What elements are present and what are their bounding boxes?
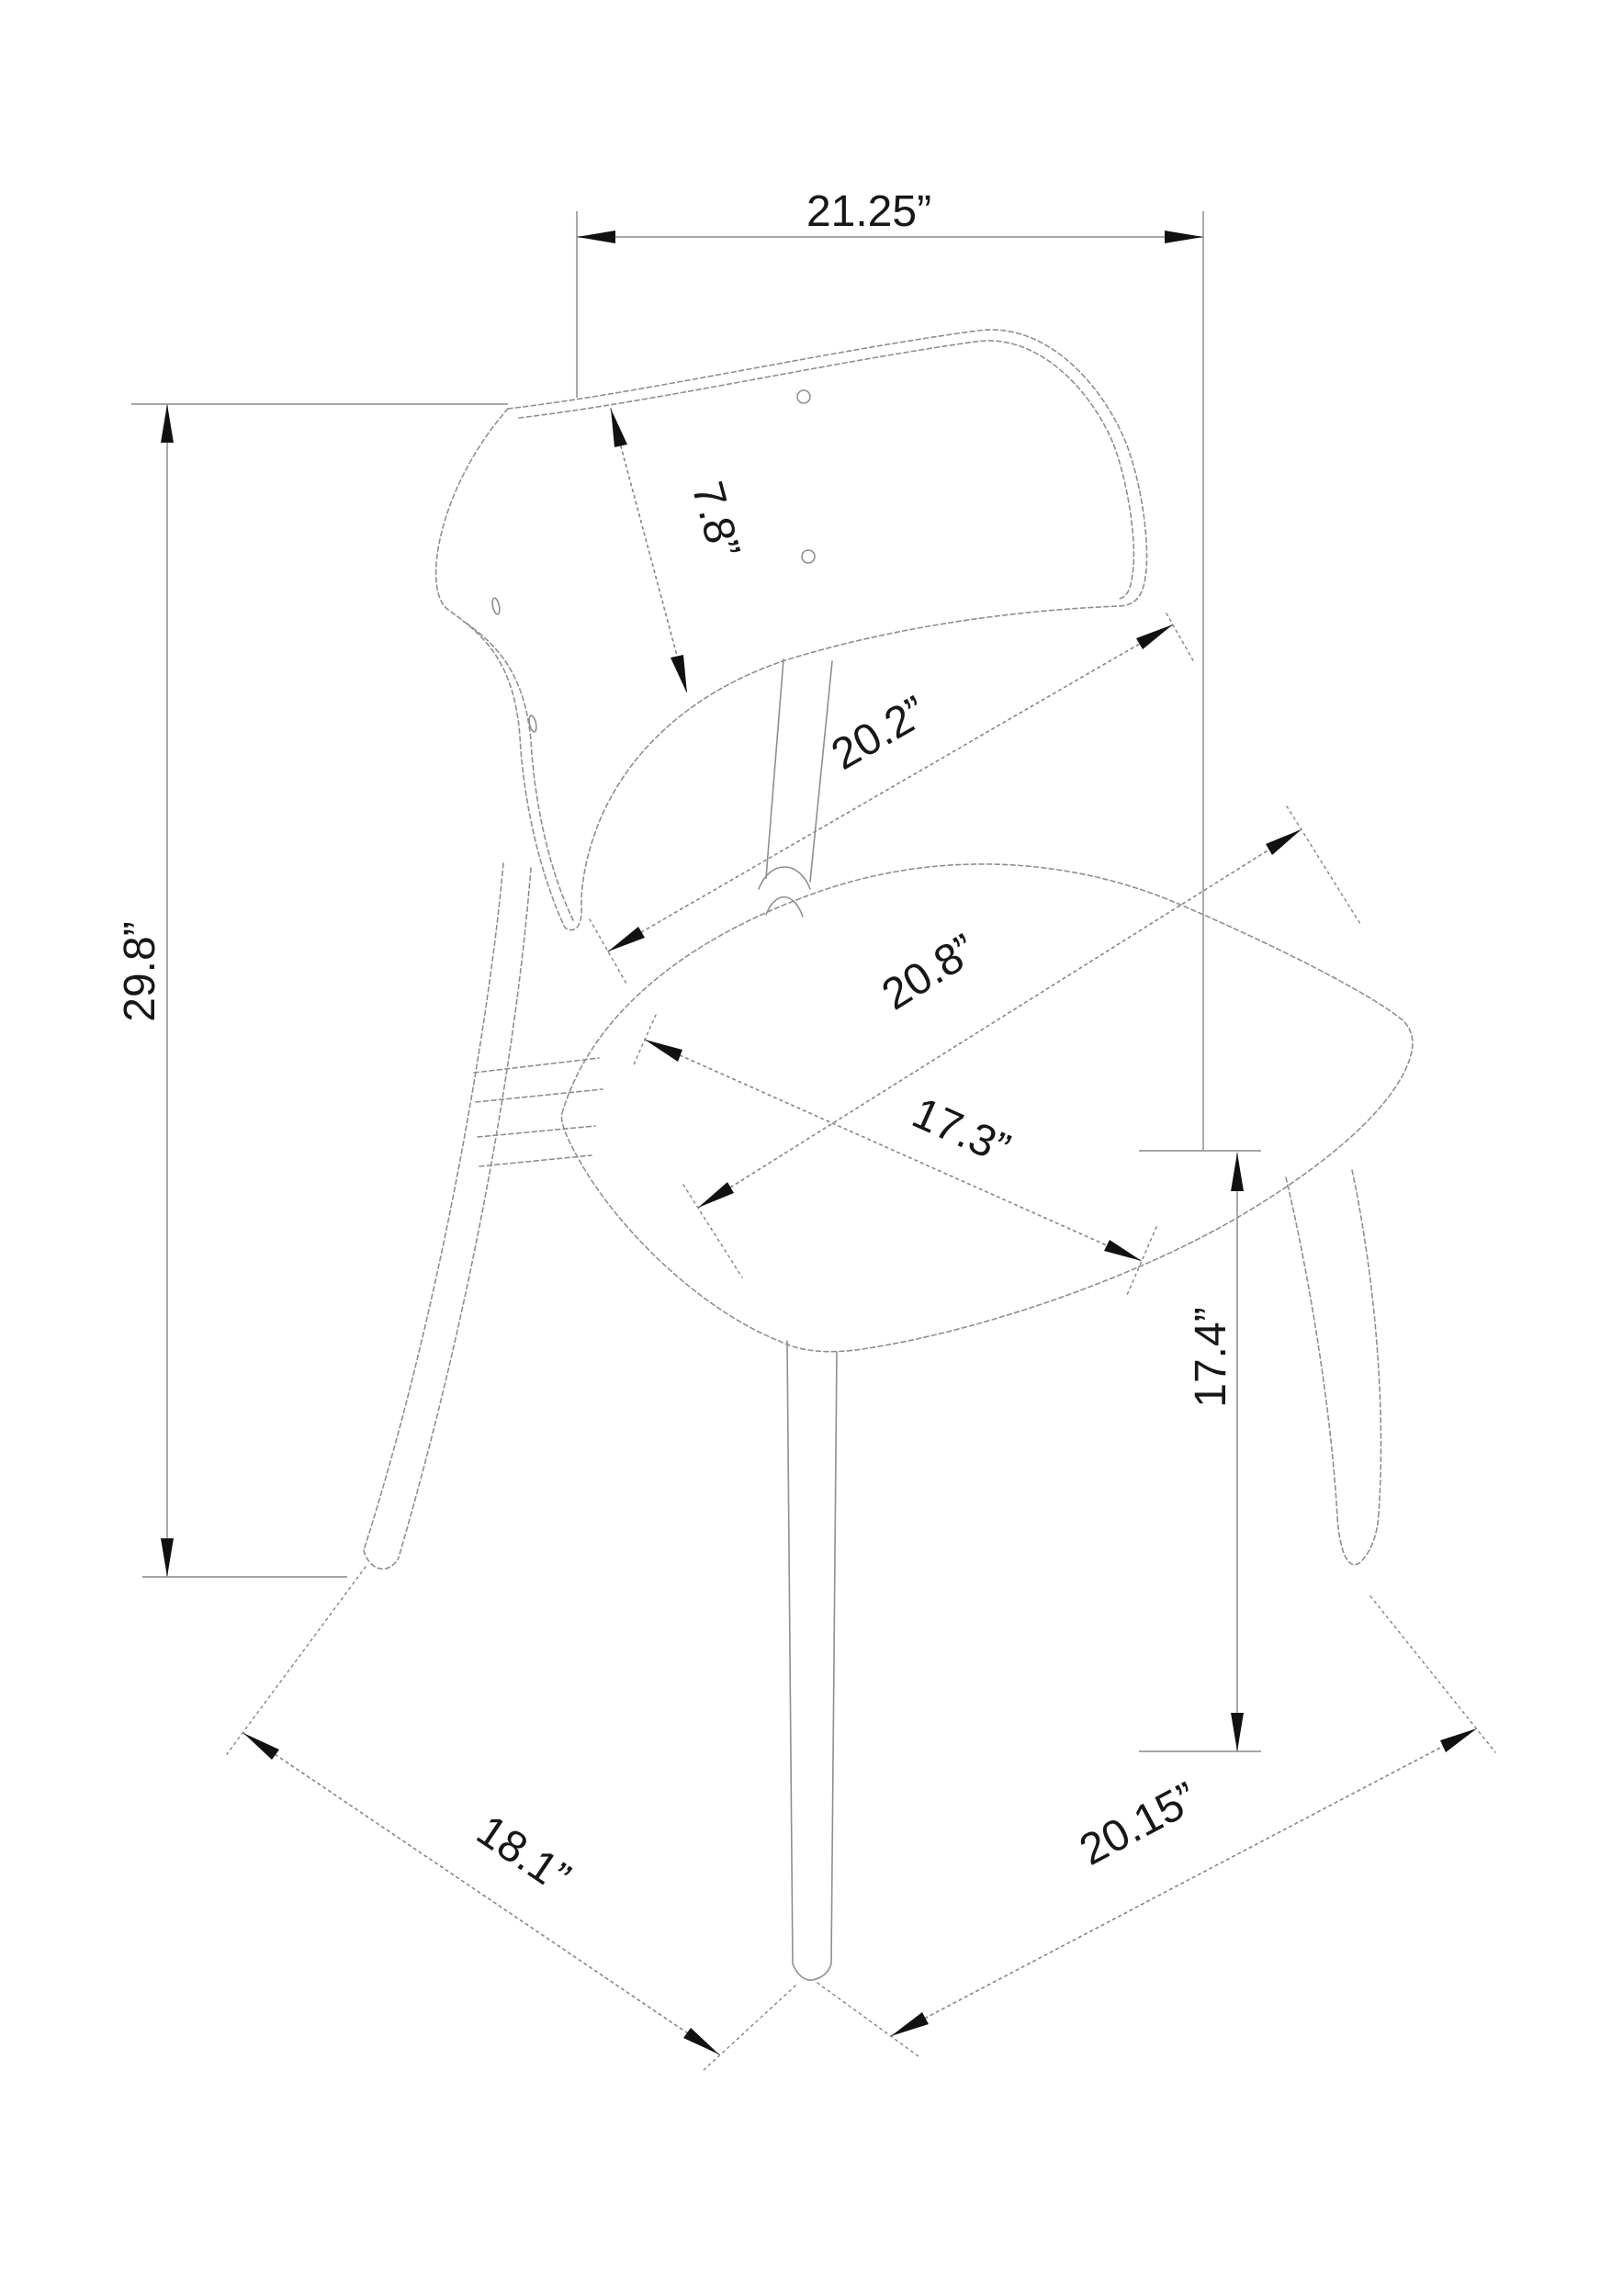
arrow-up-icon xyxy=(611,409,627,447)
dimension-seat-width xyxy=(697,828,1302,1209)
arrow-left-icon xyxy=(698,1182,734,1208)
chair-outline xyxy=(363,329,1414,1981)
arrow-left-icon xyxy=(645,1040,682,1062)
dim-label-footprint-right: 20.15” xyxy=(1072,1773,1205,1875)
dimension-footprint-right xyxy=(890,1728,1478,2037)
dim-label-overall-width: 21.25” xyxy=(806,187,931,236)
backrest-side-screw-lower-icon xyxy=(528,715,537,733)
arrow-down-icon xyxy=(1231,1713,1244,1751)
dim-line-seat-depth xyxy=(644,1039,1143,1262)
dimension-labels: 21.25” 29.8” 7.8” 20.2” 20.8” 17.3” 17.4… xyxy=(116,187,1235,1903)
ext-footprint-front-left xyxy=(226,1566,366,1755)
dim-line-footprint-right xyxy=(890,1728,1478,2037)
dim-label-backrest-width: 20.2” xyxy=(824,687,935,780)
dim-line-seat-width xyxy=(697,828,1302,1209)
arrow-down-icon xyxy=(671,655,687,693)
dim-label-seat-width: 20.8” xyxy=(873,925,985,1019)
dimension-seat-depth xyxy=(644,1039,1143,1262)
backrest-screw-upper-icon xyxy=(796,389,811,404)
dim-label-seat-depth: 17.3” xyxy=(906,1088,1018,1174)
backrest-screw-lower-icon xyxy=(801,549,816,564)
dim-label-backrest-height: 7.8” xyxy=(682,477,750,563)
arrow-up-icon xyxy=(1231,1153,1244,1191)
dimension-footprint-left xyxy=(242,1732,720,2055)
ext-footprint-center-right xyxy=(817,1982,919,2057)
stretcher-bars xyxy=(473,1057,603,1167)
dim-line-backrest-height xyxy=(610,408,688,694)
arrow-up-icon xyxy=(161,404,174,443)
seat-outline xyxy=(560,863,1414,1353)
backrest-left-edge-line xyxy=(462,620,574,921)
dim-label-seat-height: 17.4” xyxy=(1187,1307,1235,1407)
ext-seat-depth-right xyxy=(1126,1226,1157,1296)
arrow-right-icon xyxy=(683,2028,719,2054)
ext-seat-width-left xyxy=(682,1184,743,1278)
ext-footprint-back-right xyxy=(1369,1595,1496,1753)
ext-backrest-width-left xyxy=(589,918,627,985)
backrest-post xyxy=(765,658,833,883)
dimension-backrest-width xyxy=(607,624,1174,952)
backrest-outline xyxy=(434,329,1148,931)
backrest-side-screw-upper-icon xyxy=(491,597,501,615)
arrow-left-icon xyxy=(577,231,615,243)
arrow-right-icon xyxy=(1165,231,1203,243)
post-mount-bracket xyxy=(758,866,811,917)
dim-label-footprint-left: 18.1” xyxy=(468,1806,578,1903)
ext-seat-width-right xyxy=(1286,805,1361,925)
arrow-right-icon xyxy=(1104,1240,1142,1261)
ext-footprint-center-left xyxy=(702,1985,796,2072)
dimension-overall-width xyxy=(577,231,1203,243)
arrow-right-icon xyxy=(1440,1728,1477,1752)
extension-lines xyxy=(131,211,1496,2072)
arrow-left-icon xyxy=(243,1733,279,1760)
dimension-seat-height xyxy=(1231,1153,1244,1751)
back-right-leg xyxy=(1285,1169,1382,1566)
arrow-right-icon xyxy=(1266,829,1302,855)
dimension-backrest-height xyxy=(610,408,688,694)
backrest-edge-thickness-line xyxy=(518,340,1135,600)
dimension-overall-height xyxy=(161,404,174,1577)
dim-line-backrest-width xyxy=(607,624,1174,952)
front-center-leg xyxy=(786,1340,838,1981)
dimension-lines xyxy=(161,231,1478,2055)
arrow-left-icon xyxy=(608,927,645,951)
dim-label-overall-height: 29.8” xyxy=(116,921,164,1021)
dim-line-footprint-left xyxy=(242,1732,720,2055)
arrow-right-icon xyxy=(1136,625,1173,649)
arrow-left-icon xyxy=(891,2012,929,2036)
back-left-leg xyxy=(363,862,532,1570)
ext-backrest-width-right xyxy=(1166,613,1195,663)
arrow-down-icon xyxy=(161,1538,174,1577)
